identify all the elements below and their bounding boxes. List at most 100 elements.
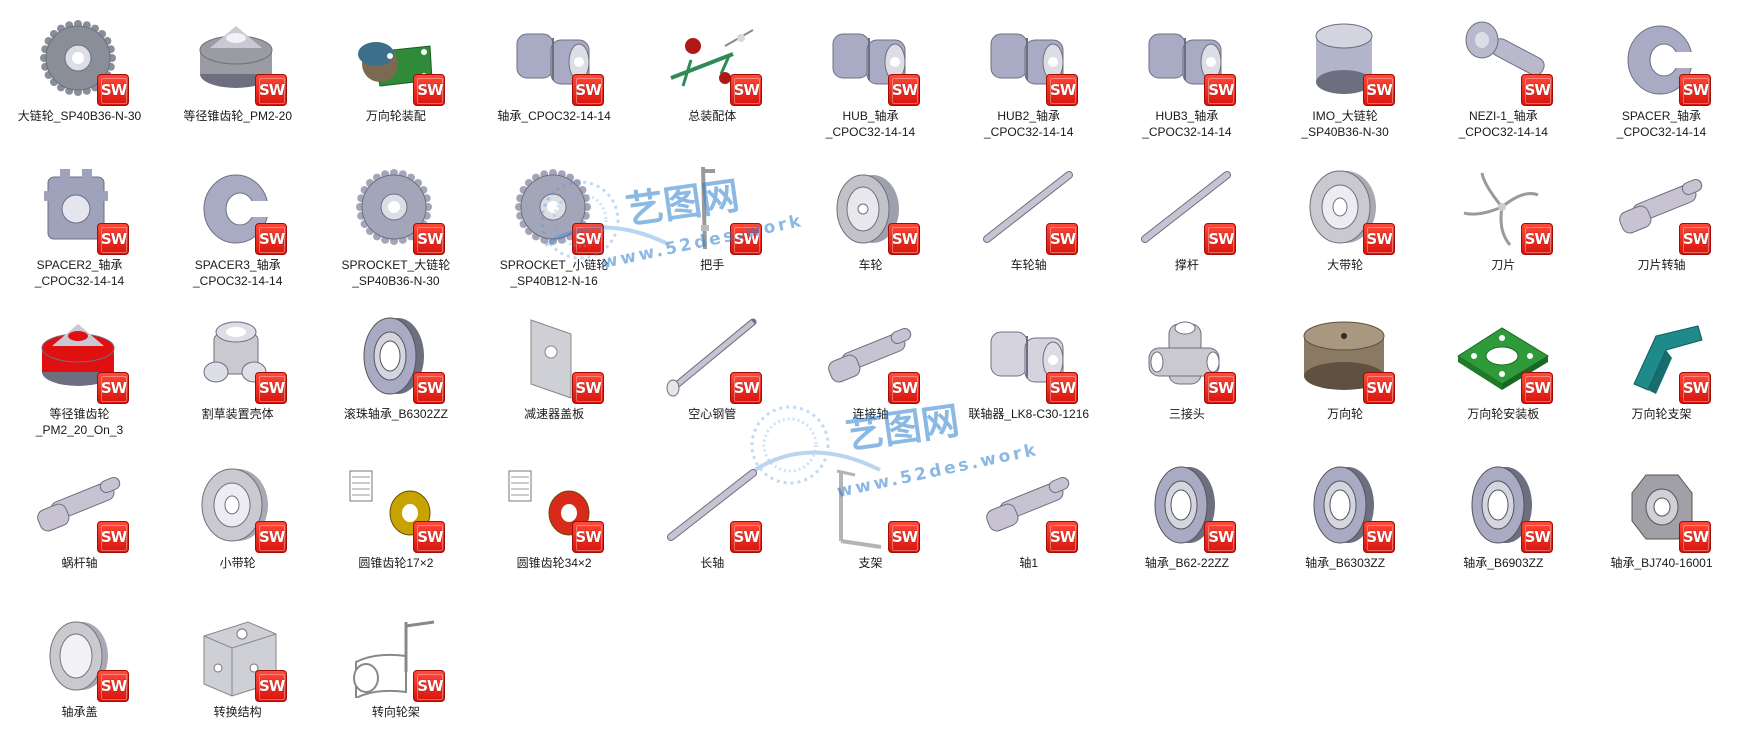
file-name-label: 万向轮安装板 xyxy=(1467,407,1540,421)
file-thumbnail xyxy=(26,161,138,257)
file-thumbnail xyxy=(501,12,613,108)
solidworks-badge-icon: SW xyxy=(729,372,762,404)
file-thumbnail xyxy=(1133,12,1245,108)
solidworks-badge-text: SW xyxy=(1682,230,1709,248)
file-name-label: 轴承_B6903ZZ xyxy=(1463,556,1544,570)
file-thumbnail xyxy=(1133,459,1245,555)
file-item[interactable]: SW 万向轮安装板 xyxy=(1424,302,1583,442)
solidworks-badge-icon: SW xyxy=(1046,521,1079,553)
solidworks-badge-text: SW xyxy=(259,81,285,99)
coupling-hub-icon xyxy=(990,33,1064,85)
file-thumbnail xyxy=(659,310,771,406)
solidworks-badge-icon: SW xyxy=(729,74,762,106)
solidworks-badge-icon: SW xyxy=(255,223,288,255)
coupling-icon xyxy=(516,33,590,85)
file-thumbnail xyxy=(1608,310,1720,406)
solidworks-badge-text: SW xyxy=(417,528,443,546)
cap-icon xyxy=(49,621,108,691)
solidworks-badge-icon: SW xyxy=(413,223,446,255)
file-item[interactable]: SW 圆锥齿轮17×2 xyxy=(316,451,475,591)
solidworks-badge-icon: SW xyxy=(1520,223,1553,255)
file-name-label: 轴承_B6303ZZ xyxy=(1305,556,1386,570)
file-item[interactable]: SW 轴承_B6303ZZ xyxy=(1266,451,1425,591)
solidworks-badge-text: SW xyxy=(733,528,760,546)
file-thumbnail xyxy=(817,161,929,257)
file-thumbnail xyxy=(817,12,929,108)
file-name-label: 大带轮 xyxy=(1327,258,1364,272)
file-thumbnail xyxy=(1608,161,1720,257)
blade-icon xyxy=(1463,172,1539,246)
file-name-label: 圆锥齿轮17×2 xyxy=(358,556,434,570)
file-name-label: 轴承_BJ740-16001 xyxy=(1610,556,1713,570)
sprocket-icon xyxy=(40,20,116,96)
solidworks-badge-icon: SW xyxy=(97,670,129,702)
solidworks-badge-icon: SW xyxy=(1362,74,1395,106)
file-name-label: HUB_轴承 _CPOC32-14-14 xyxy=(825,109,916,139)
bearing-icon xyxy=(1471,466,1532,544)
solidworks-badge-icon: SW xyxy=(255,372,288,404)
solidworks-badge-icon: SW xyxy=(1520,74,1553,106)
file-name-label: SPROCKET_小链轮 _SP40B12-N-16 xyxy=(499,258,609,288)
solidworks-badge-icon: SW xyxy=(1679,372,1711,404)
solidworks-badge-text: SW xyxy=(1682,379,1709,397)
file-name-label: 等径锥齿轮 _PM2_20_On_3 xyxy=(35,407,124,437)
solidworks-badge-text: SW xyxy=(1524,379,1551,397)
solidworks-badge-text: SW xyxy=(1050,379,1076,397)
file-thumbnail xyxy=(26,310,138,406)
coupling-hub-icon xyxy=(832,33,906,85)
file-name-label: SPACER3_轴承 _CPOC32-14-14 xyxy=(192,258,283,288)
solidworks-badge-text: SW xyxy=(575,81,601,99)
file-name-label: 蜗杆轴 xyxy=(61,556,98,570)
file-name-label: HUB3_轴承 _CPOC32-14-14 xyxy=(1142,109,1232,139)
solidworks-badge-text: SW xyxy=(1366,528,1392,546)
bevel-gear-icon xyxy=(41,324,115,386)
solidworks-badge-icon: SW xyxy=(1204,372,1237,404)
solidworks-badge-text: SW xyxy=(733,81,760,99)
file-thumbnail xyxy=(975,12,1087,108)
